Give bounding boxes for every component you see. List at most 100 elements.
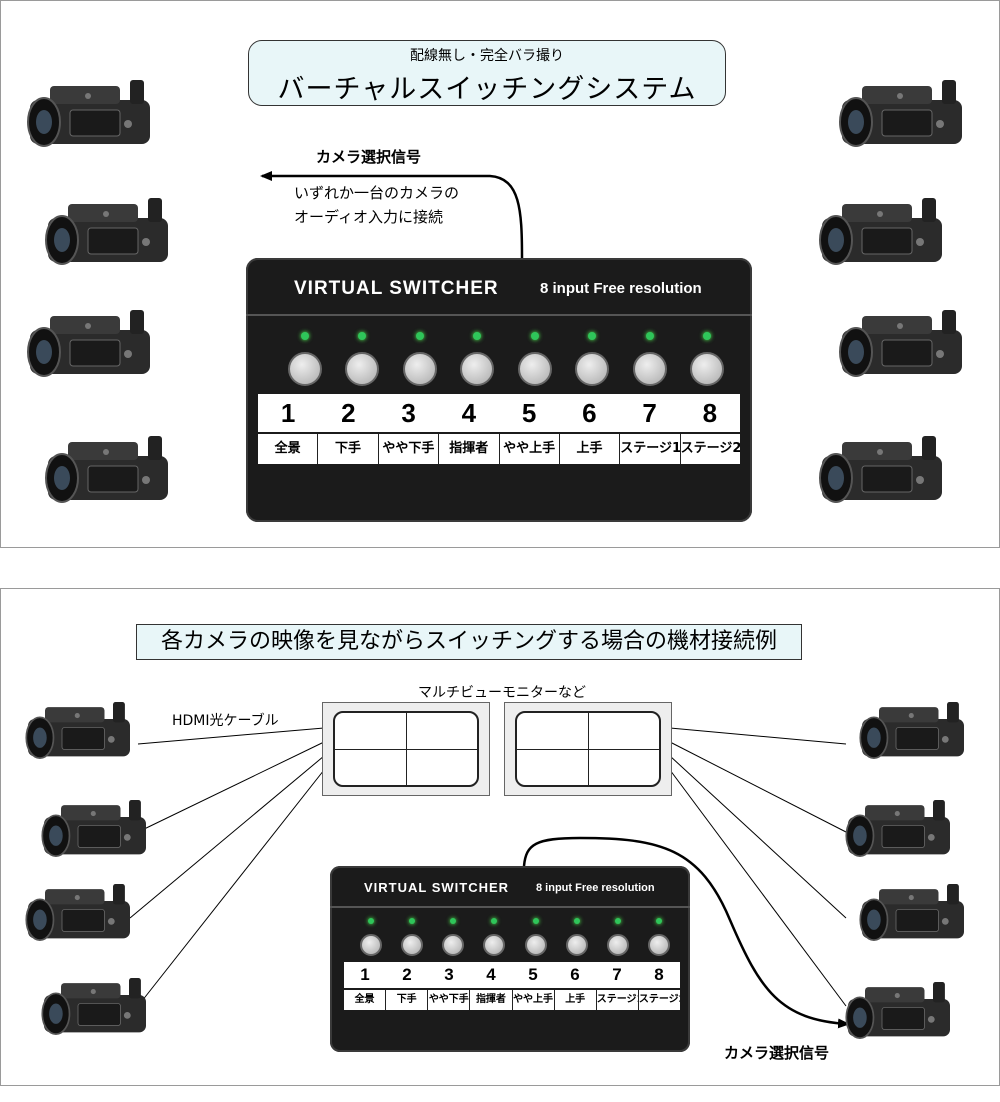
channel-label: 上手 <box>560 434 621 464</box>
channel-number: 3 <box>444 965 454 984</box>
led-indicator <box>573 918 580 924</box>
channel-number: 5 <box>528 965 538 984</box>
camcorder-icon <box>45 435 169 503</box>
channel-button-4[interactable] <box>483 934 506 956</box>
channel-number: 2 <box>341 398 356 428</box>
channel-label-row: 全景 下手 やや下手 指揮者 やや上手 上手 ステージ1 ステージ2 <box>344 990 680 1010</box>
top-subtitle: 配線無し・完全バラ撮り <box>410 48 564 64</box>
channel-label: 指揮者 <box>470 990 513 1010</box>
channel-button-8[interactable] <box>648 934 671 956</box>
channel-label: 下手 <box>318 434 379 464</box>
camcorder-icon <box>859 701 965 759</box>
channel-label: 全景 <box>258 434 319 464</box>
channel-button-7[interactable] <box>607 934 630 956</box>
bottom-title-box: 各カメラの映像を見ながらスイッチングする場合の機材接続例 <box>136 624 802 660</box>
signal-arrow-top <box>260 171 524 259</box>
camcorder-icon <box>45 197 169 265</box>
monitor-screen <box>515 711 661 787</box>
channel-number: 6 <box>582 398 597 428</box>
channel-number: 5 <box>521 398 537 428</box>
hdmi-cables-right <box>669 727 847 1007</box>
camcorder-icon <box>27 79 151 147</box>
channel-number: 8 <box>702 398 718 428</box>
led-indicator <box>408 918 415 924</box>
signal-label-top: カメラ選択信号 <box>316 148 422 166</box>
led-indicator <box>615 918 622 924</box>
channel-button-2[interactable] <box>345 352 380 386</box>
led-indicator <box>358 332 367 340</box>
led-indicator <box>491 918 498 924</box>
channel-button-1[interactable] <box>359 934 382 956</box>
channel-label: 下手 <box>386 990 429 1010</box>
channel-button-3[interactable] <box>442 934 465 956</box>
switcher-subtitle: 8 input Free resolution <box>536 882 655 894</box>
camcorder-icon <box>27 309 151 377</box>
multiview-monitor-icon <box>504 702 672 796</box>
channel-button-6[interactable] <box>575 352 610 386</box>
camcorder-icon <box>845 981 951 1039</box>
channel-label: 指揮者 <box>439 434 500 464</box>
switcher-button-row <box>350 918 680 956</box>
hdmi-cables-left <box>129 727 325 1007</box>
virtual-switcher-top: VIRTUAL SWITCHER 8 input Free resolution… <box>246 258 752 522</box>
led-indicator <box>656 918 663 924</box>
led-indicator <box>300 332 309 340</box>
camcorder-icon <box>25 883 131 941</box>
channel-number: 2 <box>402 965 412 984</box>
camcorder-icon <box>25 701 131 759</box>
switcher-title: VIRTUAL SWITCHER <box>294 278 499 299</box>
led-indicator <box>367 918 374 924</box>
channel-number: 3 <box>401 398 416 428</box>
led-indicator <box>530 332 539 340</box>
led-indicator <box>703 332 712 340</box>
channel-label-row: 全景 下手 やや下手 指揮者 やや上手 上手 ステージ1 ステージ2 <box>258 434 740 464</box>
switcher-subtitle: 8 input Free resolution <box>540 280 702 297</box>
channel-label: やや上手 <box>513 990 555 1010</box>
channel-number: 8 <box>654 965 664 984</box>
channel-number: 4 <box>461 398 477 428</box>
camcorder-icon <box>845 799 951 857</box>
led-indicator <box>645 332 654 340</box>
camcorder-icon <box>819 435 943 503</box>
channel-label: ステージ1 <box>597 990 639 1010</box>
channel-number: 7 <box>612 965 622 984</box>
bottom-title: 各カメラの映像を見ながらスイッチングする場合の機材接続例 <box>160 629 777 654</box>
channel-label: やや下手 <box>428 990 471 1010</box>
camcorder-icon <box>839 79 963 147</box>
channel-number: 6 <box>570 965 580 984</box>
channel-number: 1 <box>360 965 370 984</box>
channel-button-8[interactable] <box>690 352 725 386</box>
channel-number-row: 1 2 3 4 5 6 7 8 <box>344 962 680 988</box>
top-title-box: 配線無し・完全バラ撮り バーチャルスイッチングシステム <box>248 40 726 106</box>
note-line-2: オーディオ入力に接続 <box>294 208 443 226</box>
channel-button-4[interactable] <box>460 352 495 386</box>
channel-number: 1 <box>280 398 296 428</box>
led-indicator <box>473 332 482 340</box>
channel-number: 7 <box>642 398 657 428</box>
channel-button-5[interactable] <box>517 352 552 386</box>
cable-label: HDMI光ケーブル <box>172 713 279 729</box>
channel-button-1[interactable] <box>287 352 322 386</box>
led-indicator <box>588 332 597 340</box>
channel-button-7[interactable] <box>632 352 667 386</box>
multiview-monitor-icon <box>322 702 490 796</box>
channel-label: ステージ2 <box>638 994 680 1005</box>
camcorder-icon <box>41 977 147 1035</box>
signal-label-bottom: カメラ選択信号 <box>724 1044 830 1062</box>
led-indicator <box>532 918 539 924</box>
channel-label: 上手 <box>555 990 597 1010</box>
channel-button-5[interactable] <box>524 934 547 956</box>
top-title: バーチャルスイッチングシステム <box>277 74 697 105</box>
channel-button-6[interactable] <box>565 934 588 956</box>
camcorder-icon <box>819 197 943 265</box>
switcher-title: VIRTUAL SWITCHER <box>364 880 510 895</box>
channel-label: 全景 <box>344 990 387 1010</box>
channel-button-2[interactable] <box>400 934 423 956</box>
channel-button-3[interactable] <box>402 352 437 386</box>
camcorder-icon <box>859 883 965 941</box>
led-indicator <box>415 332 424 340</box>
note-line-1: いずれか一台のカメラの <box>294 184 460 202</box>
virtual-switcher-bottom: VIRTUAL SWITCHER 8 input Free resolution… <box>330 866 690 1052</box>
switcher-button-row <box>276 332 736 386</box>
